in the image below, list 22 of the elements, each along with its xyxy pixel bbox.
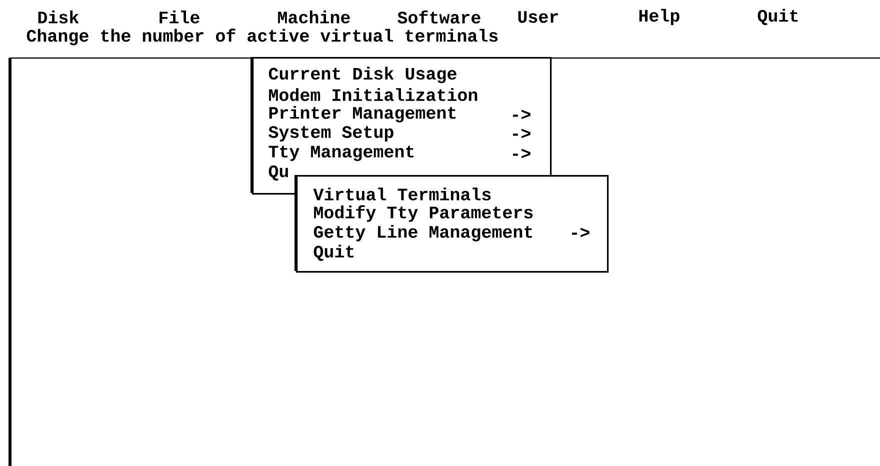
menu-item: Quit [314, 244, 354, 261]
menu-item: Printer Management [269, 106, 456, 122]
menu-bar-item: Help [639, 8, 680, 26]
submenu-indicator: -> [512, 148, 530, 158]
menu-item: Tty Management [268, 146, 414, 162]
menu-bar-item: User [518, 11, 558, 23]
menu-bar-item: File [160, 10, 200, 24]
submenu-indicator: -> [572, 228, 590, 238]
menu-item: System Setup [268, 126, 394, 142]
submenu-indicator: -> [512, 128, 530, 138]
menu-item: Getty Line Management [314, 225, 532, 242]
menu-item: Current Disk Usage [268, 66, 456, 84]
menu-item: Qu [268, 165, 288, 181]
menu-bar-item: Quit [758, 8, 798, 26]
menu-item: Modify Tty Parameters [314, 205, 533, 222]
submenu-indicator: -> [512, 110, 530, 120]
menu-item: Virtual Terminals [313, 188, 491, 200]
menu-bar-item: Disk [38, 10, 79, 24]
dropdown-menu [294, 175, 609, 273]
menu-bar-item: Machine [278, 10, 350, 24]
menu-item: Modem Initialization [269, 88, 478, 102]
menu-bar-item: Software [398, 10, 480, 24]
